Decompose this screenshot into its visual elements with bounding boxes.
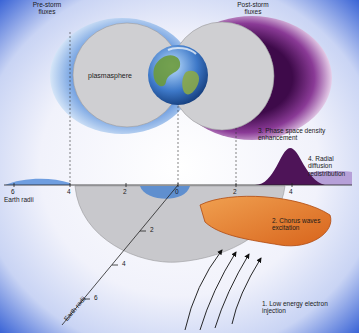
heading: Post-storm fluxes xyxy=(232,1,274,16)
injection-arrows xyxy=(185,250,261,330)
plasmasphere-lobe: plasmasphere xyxy=(72,22,182,128)
heading: Pre-storm fluxes xyxy=(26,1,68,16)
plasmasphere-lobe xyxy=(170,22,274,130)
axis-title: Earth radii xyxy=(62,295,87,322)
callout-text: 4. Radial diffusion redistribution xyxy=(308,155,356,177)
flux-profile xyxy=(140,186,190,199)
tick-number: 6 xyxy=(11,188,15,195)
callout-text: 2. Chorus waves excitation xyxy=(272,217,324,232)
region-label: plasmasphere xyxy=(88,72,132,79)
tick-number: 6 xyxy=(94,294,98,301)
axis-title: Earth radii xyxy=(4,196,34,203)
tick-number: 2 xyxy=(233,188,237,195)
pre-storm-halo xyxy=(50,18,194,134)
earth-land xyxy=(182,71,199,95)
tick-number: 2 xyxy=(150,226,154,233)
tick-number: 4 xyxy=(289,188,293,195)
tick-number: 4 xyxy=(67,188,71,195)
tick-number: 4 xyxy=(122,260,126,267)
tick-number: 0 xyxy=(175,188,179,195)
depth-axis xyxy=(62,185,178,325)
callout-text: 3. Phase space density enhancement xyxy=(258,127,338,142)
chorus-region xyxy=(200,196,331,246)
tick-number: 2 xyxy=(123,188,127,195)
flux-profile xyxy=(5,179,70,185)
callout-text: 1. Low energy electron injection xyxy=(262,300,328,315)
